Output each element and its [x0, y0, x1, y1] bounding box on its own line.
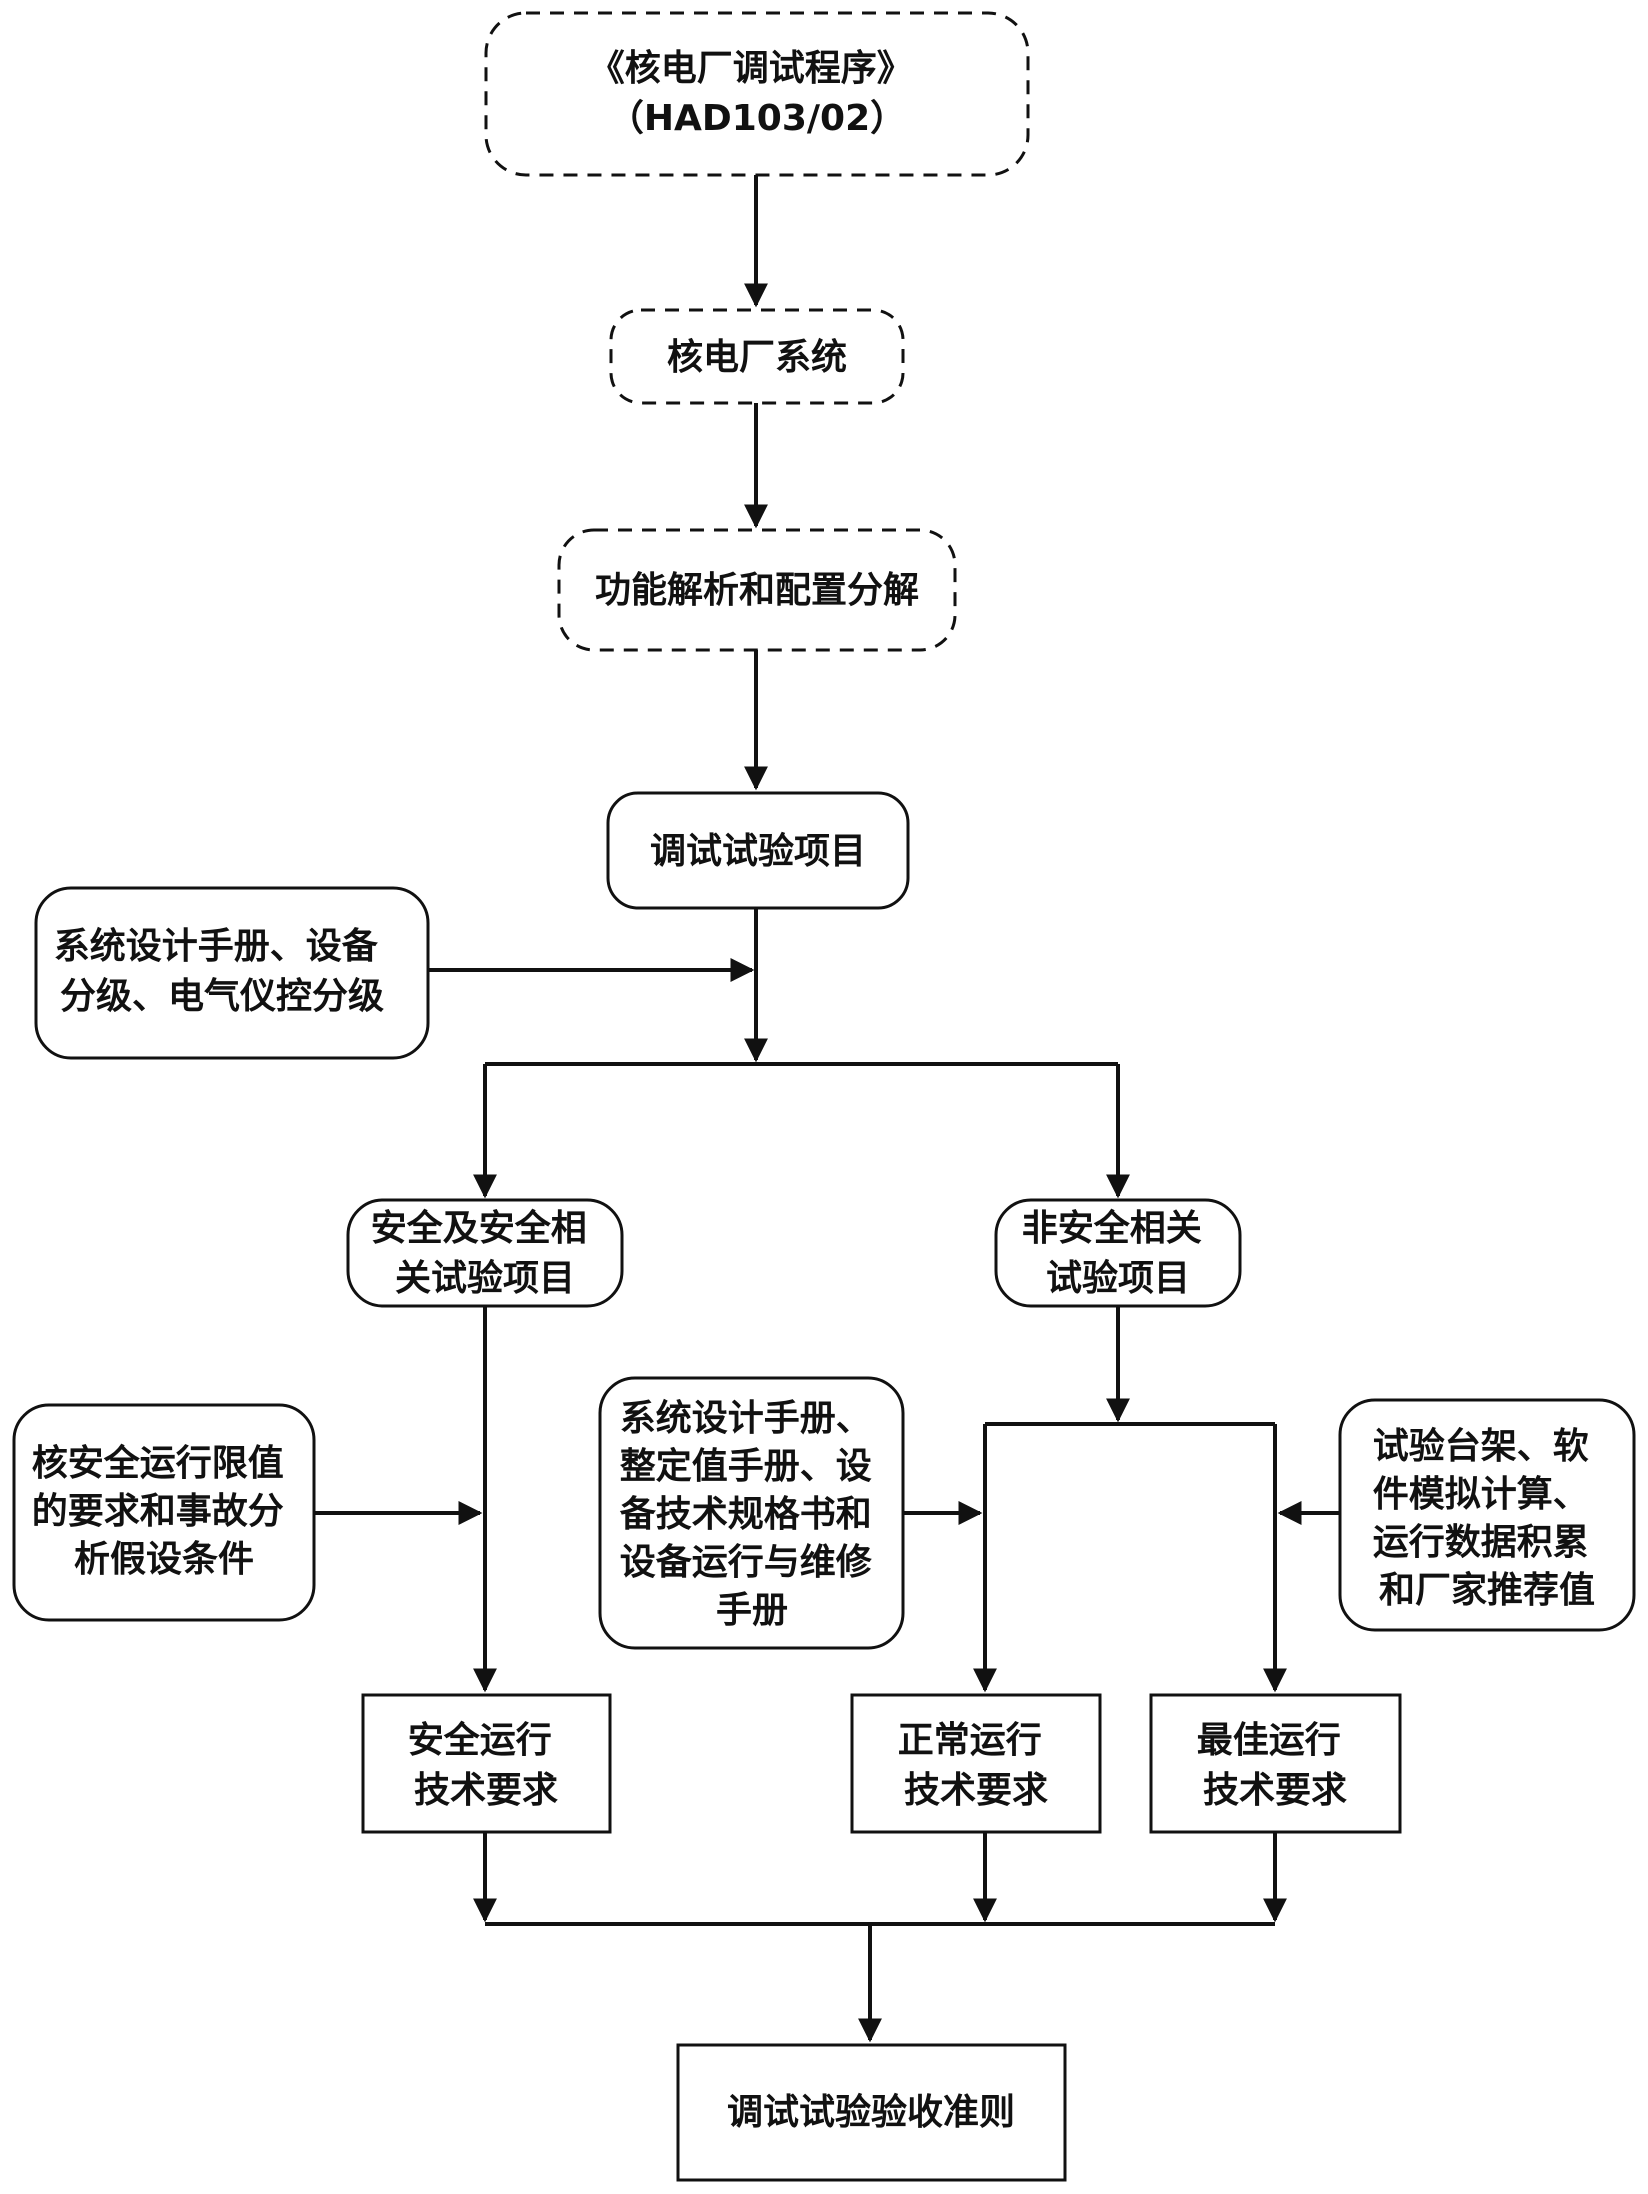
- svg-text:调试试验验收准则: 调试试验验收准则: [727, 2092, 1015, 2133]
- node-manuals-line-2: 整定值手册、设: [620, 1446, 872, 1487]
- svg-text:调试试验项目: 调试试验项目: [650, 831, 866, 872]
- svg-text:《核电厂调试程序》 （HAD103/02）: 《核电厂调试程序》 （HAD103/02）: [589, 48, 926, 139]
- node-manuals-input: 系统设计手册、 整定值手册、设 备技术规格书和 设备运行与维修 手册: [598, 1376, 905, 1650]
- node-plant-system: 核电厂系统: [609, 308, 905, 405]
- node-safety-limits-line-3: 析假设条件: [74, 1539, 254, 1580]
- node-non-safety-items-line-1: 非安全相关: [1022, 1207, 1202, 1249]
- node-test-items: 调试试验项目: [606, 791, 910, 910]
- node-safety-items: 安全及安全相 关试验项目: [346, 1198, 624, 1308]
- node-function-analysis: 功能解析和配置分解: [557, 528, 957, 652]
- node-best-op-req-line-1: 最佳运行: [1197, 1720, 1341, 1761]
- node-bench-line-1: 试验台架、软: [1373, 1426, 1589, 1467]
- svg-text:安全及安全相 关试验项目: 安全及安全相 关试验项目: [371, 1207, 600, 1299]
- node-bench-line-4: 和厂家推荐值: [1379, 1570, 1595, 1611]
- svg-text:试验台架、软 件模拟计算、 运行数据: 试验台架、软 件模拟计算、 运行数据积累 和厂家推荐值: [1373, 1426, 1602, 1611]
- node-best-op-req-line-2: 技术要求: [1203, 1770, 1347, 1811]
- node-safety-items-line-1: 安全及安全相: [371, 1207, 587, 1249]
- svg-text:核电厂系统: 核电厂系统: [667, 337, 847, 378]
- node-safety-items-line-2: 关试验项目: [395, 1258, 575, 1299]
- svg-text:功能解析和配置分解: 功能解析和配置分解: [595, 570, 919, 611]
- node-safe-op-req-line-2: 技术要求: [414, 1770, 558, 1811]
- svg-text:安全运行 技术要求: 安全运行 技术要求: [408, 1719, 565, 1811]
- node-test-items-label: 调试试验项目: [650, 831, 866, 872]
- node-guide: 《核电厂调试程序》 （HAD103/02）: [484, 11, 1030, 177]
- node-non-safety-items-line-2: 试验项目: [1046, 1258, 1190, 1299]
- node-manuals-line-5: 手册: [716, 1590, 788, 1631]
- svg-text:系统设计手册、 整定值手册、设 备技: 系统设计手册、 整定值手册、设 备技术规格书和 设备运行与维修 手册: [620, 1398, 885, 1631]
- svg-text:非安全相关 试验项目: 非安全相关 试验项目: [1022, 1207, 1215, 1299]
- svg-text:系统设计手册、设备 分级、电气仪控分级: 系统设计手册、设备 分级、电气仪控分级: [54, 926, 391, 1017]
- svg-text:正常运行 技术要求: 正常运行 技术要求: [898, 1720, 1055, 1811]
- node-design-manual-line-2: 分级、电气仪控分级: [60, 976, 384, 1017]
- node-manuals-line-1: 系统设计手册、: [620, 1398, 872, 1439]
- node-normal-op-req-line-2: 技术要求: [904, 1770, 1048, 1811]
- node-bench-line-3: 运行数据积累: [1373, 1522, 1589, 1563]
- node-acceptance: 调试试验验收准则: [676, 2043, 1067, 2182]
- node-manuals-line-3: 备技术规格书和: [620, 1494, 872, 1535]
- node-function-analysis-label: 功能解析和配置分解: [595, 570, 919, 611]
- connectors: [314, 175, 1340, 2043]
- node-safety-limits-line-2: 的要求和事故分: [32, 1491, 284, 1532]
- svg-text:最佳运行 技术要求: 最佳运行 技术要求: [1197, 1720, 1354, 1811]
- node-normal-op-req: 正常运行 技术要求: [850, 1693, 1102, 1834]
- node-bench-input: 试验台架、软 件模拟计算、 运行数据积累 和厂家推荐值: [1338, 1398, 1636, 1632]
- node-non-safety-items: 非安全相关 试验项目: [994, 1198, 1242, 1308]
- node-plant-system-label: 核电厂系统: [667, 337, 847, 378]
- node-design-manual-input: 系统设计手册、设备 分级、电气仪控分级: [34, 886, 430, 1060]
- node-safe-op-req: 安全运行 技术要求: [361, 1693, 612, 1834]
- node-safety-limits-line-1: 核安全运行限值: [32, 1442, 284, 1484]
- node-safety-limits-input: 核安全运行限值 的要求和事故分 析假设条件: [12, 1403, 316, 1622]
- node-guide-line-1: 《核电厂调试程序》: [589, 48, 913, 89]
- node-best-op-req: 最佳运行 技术要求: [1149, 1693, 1402, 1834]
- node-acceptance-label: 调试试验验收准则: [727, 2092, 1015, 2133]
- node-design-manual-line-1: 系统设计手册、设备: [54, 926, 379, 967]
- node-normal-op-req-line-1: 正常运行: [898, 1720, 1042, 1761]
- node-guide-line-2: （HAD103/02）: [608, 98, 906, 139]
- node-safe-op-req-line-1: 安全运行: [408, 1719, 552, 1761]
- node-manuals-line-4: 设备运行与维修: [620, 1542, 873, 1583]
- node-bench-line-2: 件模拟计算、: [1373, 1474, 1589, 1515]
- svg-text:核安全运行限值 的要求和事故分 析假: 核安全运行限值 的要求和事故分 析假设条件: [32, 1442, 297, 1580]
